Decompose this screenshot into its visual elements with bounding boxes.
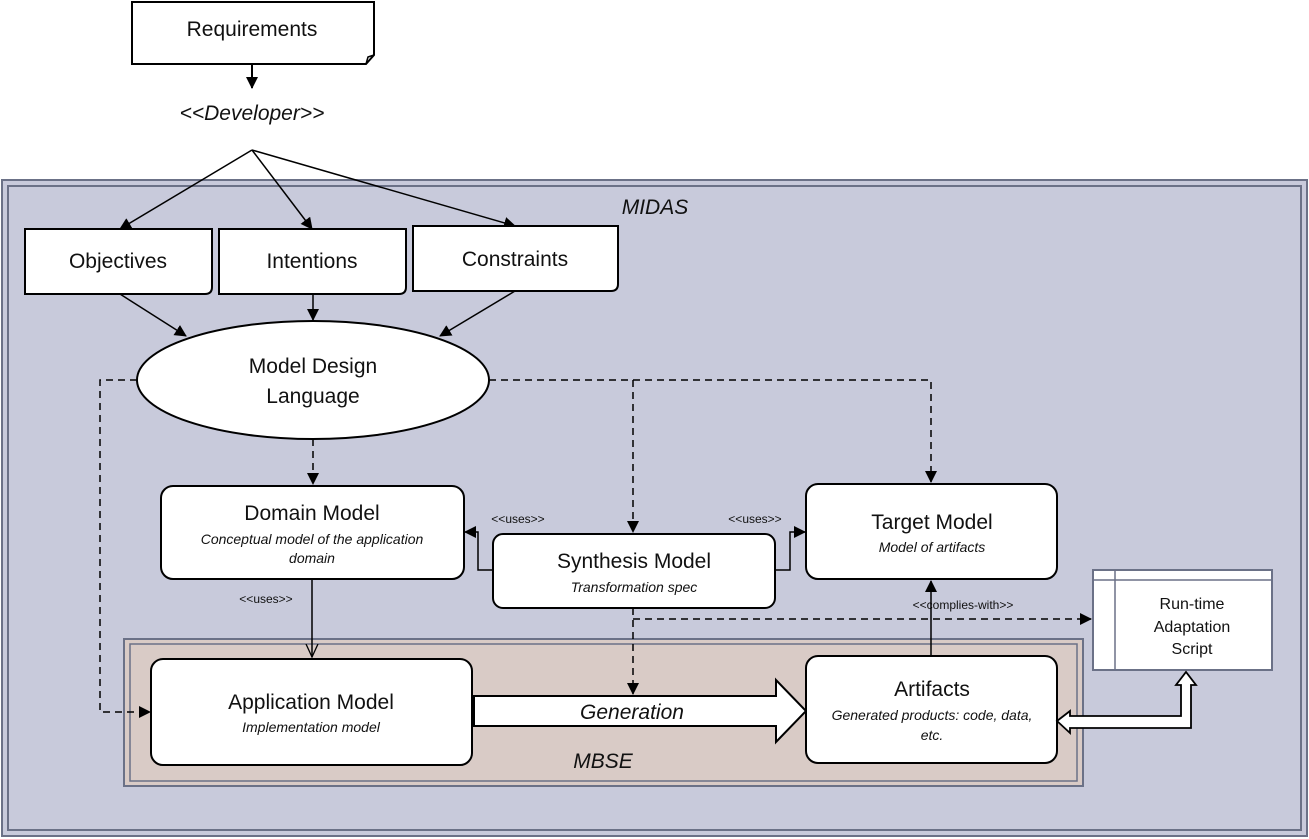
synthesis-model-box: [492, 533, 776, 609]
application-model-title: Application Model: [228, 691, 394, 714]
artifacts-script-double-arrow: [1055, 670, 1198, 736]
constraints-box: [412, 225, 619, 292]
synthesis-model-sub: Transformation spec: [571, 579, 698, 595]
artifacts-title: Artifacts: [894, 678, 970, 701]
intentions-label: Intentions: [266, 250, 357, 273]
dashed-mdl-application: [99, 379, 151, 718]
application-model-sub: Implementation model: [242, 719, 381, 735]
requirements-document: [131, 1, 375, 65]
runtime-script-box: [1092, 569, 1273, 671]
uses-synthesis-domain: [464, 526, 493, 571]
runtime-script-line1: Run-time: [1160, 596, 1225, 613]
domain-model-sub2: domain: [289, 550, 335, 566]
objectives-label: Objectives: [69, 250, 167, 273]
target-model-sub: Model of artifacts: [879, 539, 986, 555]
domain-model-title: Domain Model: [244, 502, 379, 525]
synthesis-model-title: Synthesis Model: [557, 550, 711, 573]
dashed-mdl-target: [489, 379, 937, 483]
midas-label: MIDAS: [622, 196, 689, 219]
artifacts-box: [805, 655, 1058, 764]
artifacts-sub1: Generated products: code, data,: [832, 707, 1033, 723]
model-design-language-ellipse: [136, 320, 490, 440]
uses-left-label: <<uses>>: [491, 512, 544, 526]
runtime-script-line3: Script: [1172, 641, 1213, 658]
arrow-constraints-mdl: [439, 290, 516, 337]
arrow-developer-intentions: [251, 149, 313, 230]
application-model-box: [150, 658, 473, 766]
arrow-developer-objectives: [119, 149, 253, 230]
developer-label: <<Developer>>: [180, 102, 325, 125]
complies-with-label: <<complies-with>>: [913, 598, 1014, 612]
target-model-box: [805, 483, 1058, 580]
generation-label: Generation: [580, 701, 684, 724]
uses-synthesis-target: [775, 526, 806, 571]
artifacts-sub2: etc.: [921, 727, 944, 743]
arrow-developer-constraints: [251, 149, 516, 229]
mbse-label: MBSE: [573, 750, 634, 773]
generation-arrow: [473, 677, 808, 745]
intentions-box: [218, 228, 407, 295]
mdl-label-line1: Model Design: [249, 355, 377, 378]
objectives-box: [24, 228, 213, 295]
target-model-title: Target Model: [871, 511, 992, 534]
uses-down-label: <<uses>>: [239, 592, 292, 606]
constraints-label: Constraints: [462, 248, 568, 271]
requirements-label: Requirements: [187, 18, 318, 41]
mdl-label-line2: Language: [266, 385, 359, 408]
runtime-script-line2: Adaptation: [1154, 619, 1231, 636]
uses-right-label: <<uses>>: [728, 512, 781, 526]
arrow-objectives-mdl: [119, 293, 187, 337]
domain-model-sub1: Conceptual model of the application: [201, 531, 424, 547]
